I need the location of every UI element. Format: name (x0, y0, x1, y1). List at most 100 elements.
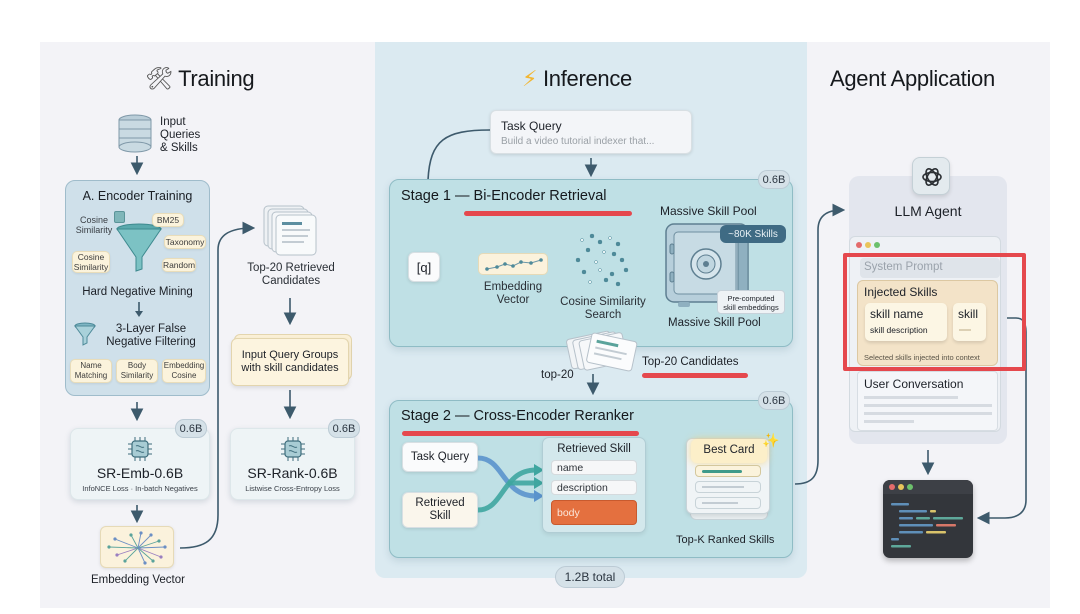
similarity-dots-icon (575, 233, 629, 287)
candidate-cards-fan-icon (566, 330, 638, 372)
stage1-embedding-label: Embedding Vector (483, 281, 543, 306)
inference-title: ⚡ Inference (522, 66, 632, 91)
skill-card-secondary: skill (953, 303, 986, 341)
editor-close-dot (889, 484, 895, 490)
encoder-training-box: A. Encoder Training Cosine Similarity BM… (65, 180, 210, 396)
hard-negative-mining-label: Hard Negative Mining (82, 286, 193, 298)
candidates-highlight (642, 373, 748, 378)
field-name: name (551, 460, 637, 475)
stage1-title: Stage 1 — Bi-Encoder Retrieval (401, 188, 607, 204)
filter-embedding-cosine: Embedding Cosine (162, 359, 206, 383)
false-negative-filtering-label: 3-Layer False Negative Filtering (106, 323, 196, 348)
chip-icon (114, 211, 125, 223)
stage2-title: Stage 2 — Cross-Encoder Reranker (401, 408, 634, 424)
down-arrow-icon (135, 302, 143, 317)
skill-card-main: skill name skill description (865, 303, 947, 341)
task-query-text: Build a video tutorial indexer that... (501, 136, 655, 147)
precomputed-note: Pre-computed skill embeddings (717, 290, 785, 314)
llm-agent-label: LLM Agent (894, 203, 962, 219)
retrieved-skill-card: Retrieved Skill name description body (542, 437, 646, 533)
processor-chip-icon (281, 437, 305, 461)
field-body: body (551, 500, 637, 525)
editor-maximize-dot (907, 484, 913, 490)
top20-label: top-20 (541, 369, 574, 381)
input-queries-label: Input Queries & Skills (160, 116, 201, 154)
query-groups-label: Input Query Groups with skill candidates (241, 349, 339, 374)
training-title: 🛠 Training (145, 66, 255, 91)
ranked-skills-caption: Top-K Ranked Skills (676, 534, 775, 546)
encoder-training-title: A. Encoder Training (82, 189, 193, 203)
embedding-vector-card (100, 526, 174, 568)
vault-safe-icon (665, 223, 749, 307)
code-lines-icon (891, 503, 963, 548)
stage2-task-query: Task Query (402, 442, 478, 472)
lightning-icon: ⚡ (522, 66, 538, 91)
best-card-label: Best Card (691, 439, 767, 463)
system-prompt-bar: System Prompt (860, 258, 1000, 278)
injected-skills-highlight (843, 253, 1026, 371)
processor-chip-icon (128, 437, 152, 461)
funnel-icon (116, 223, 162, 272)
ranked-row-1 (695, 465, 761, 477)
task-query-box: Task Query Build a video tutorial indexe… (490, 110, 692, 154)
chip-bm25: BM25 (152, 213, 184, 227)
sr-rank-model-name: SR-Rank-0.6B (247, 465, 338, 481)
skill-description-text: skill description (870, 325, 928, 335)
stage2-size-badge: 0.6B (758, 391, 790, 410)
stage2-highlight (402, 431, 639, 436)
query-token-box: [q] (408, 252, 440, 282)
editor-minimize-dot (898, 484, 904, 490)
system-prompt-label: System Prompt (864, 261, 943, 273)
cosine-search-label: Cosine Similarity Search (560, 296, 646, 321)
code-editor-window (883, 480, 973, 558)
sr-emb-model-subtitle: InfoNCE Loss · In-batch Negatives (82, 484, 198, 493)
documents-stack-icon (263, 205, 317, 256)
skill-pool-title: Massive Skill Pool (660, 204, 757, 218)
filter-name-matching: Name Matching (70, 359, 112, 383)
chip-random: Random (162, 258, 196, 272)
user-conversation-label: User Conversation (864, 377, 964, 391)
total-params-badge: 1.2B total (555, 566, 625, 588)
skill-count-badge: ~80K Skills (720, 225, 786, 243)
vector-burst-icon (107, 531, 167, 565)
hammer-wrench-icon: 🛠 (145, 66, 173, 91)
sr-rank-model-subtitle: Listwise Cross-Entropy Loss (245, 484, 340, 493)
sparkle-icon: ✨ (762, 432, 780, 448)
filter-funnel-icon (74, 322, 96, 346)
window-maximize-dot[interactable] (874, 242, 880, 248)
top20-candidates-label: Top-20 Candidates (642, 356, 739, 368)
openai-knot-icon (922, 168, 942, 186)
sr-rank-model-card: SR-Rank-0.6B Listwise Cross-Entropy Loss (230, 428, 355, 500)
openai-logo-icon (912, 157, 950, 195)
sr-emb-model-card: SR-Emb-0.6B InfoNCE Loss · In-batch Nega… (70, 428, 210, 500)
cross-flow-arrows-icon (477, 455, 544, 513)
stage1-embedding-card (478, 253, 548, 275)
window-close-dot[interactable] (856, 242, 862, 248)
skill-name-text: skill name (870, 307, 924, 321)
query-groups-card: Input Query Groups with skill candidates (231, 338, 349, 386)
stage2-retrieved-skill: Retrieved Skill (402, 492, 478, 528)
retrieved-skill-title: Retrieved Skill (557, 443, 631, 455)
ranked-skills-card: Best Card (686, 438, 770, 514)
user-conversation-box: User Conversation (857, 371, 998, 431)
top20-retrieved-label: Top-20 Retrieved Candidates (247, 262, 335, 287)
sr-rank-size-badge: 0.6B (328, 419, 360, 438)
database-icon (118, 114, 152, 153)
sr-emb-size-badge: 0.6B (175, 419, 207, 438)
embedding-vector-label: Embedding Vector (91, 574, 185, 586)
chip-taxonomy: Taxonomy (164, 235, 206, 249)
ranked-row-3 (695, 497, 761, 509)
sr-emb-model-name: SR-Emb-0.6B (96, 465, 184, 481)
filter-body-similarity: Body Similarity (116, 359, 158, 383)
injected-note: Selected skills injected into context (864, 353, 980, 362)
stage1-size-badge: 0.6B (758, 170, 790, 189)
injected-skills-title: Injected Skills (864, 285, 938, 299)
ranked-row-2 (695, 481, 761, 493)
window-minimize-dot[interactable] (865, 242, 871, 248)
chip-cosine-similarity: Cosine Similarity (72, 251, 110, 273)
skill-short-text: skill (958, 307, 978, 321)
task-query-title: Task Query (501, 119, 562, 133)
embedding-line-icon (485, 258, 543, 271)
agent-title: Agent Application (830, 66, 995, 91)
cosine-similarity-label: Cosine Similarity (75, 215, 113, 235)
